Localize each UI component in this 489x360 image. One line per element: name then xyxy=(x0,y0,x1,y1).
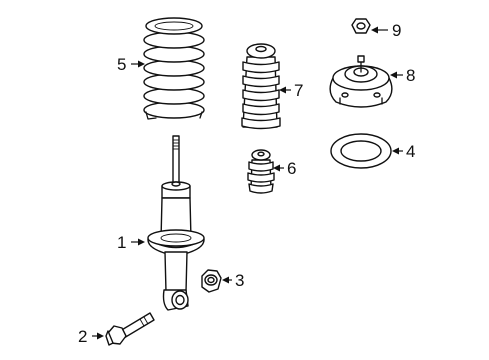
dust-boot xyxy=(241,43,281,130)
upper-strut-mount xyxy=(329,55,393,108)
callout-9: 9 xyxy=(392,21,401,40)
callout-7: 7 xyxy=(294,81,303,100)
callout-1: 1 xyxy=(117,233,126,252)
callout-8: 8 xyxy=(406,66,415,85)
lower-bolt xyxy=(105,312,155,346)
callout-5: 5 xyxy=(117,55,126,74)
bump-stop xyxy=(247,149,275,194)
callout-2: 2 xyxy=(78,327,87,346)
callout-3: 3 xyxy=(235,271,244,290)
lower-nut xyxy=(201,269,222,293)
top-nut xyxy=(351,18,371,34)
leader-lines xyxy=(92,26,403,340)
callout-4: 4 xyxy=(406,142,415,161)
callout-6: 6 xyxy=(287,159,296,178)
spring-insulator xyxy=(330,133,392,169)
coil-spring xyxy=(143,17,205,120)
shock-absorber xyxy=(147,135,205,311)
